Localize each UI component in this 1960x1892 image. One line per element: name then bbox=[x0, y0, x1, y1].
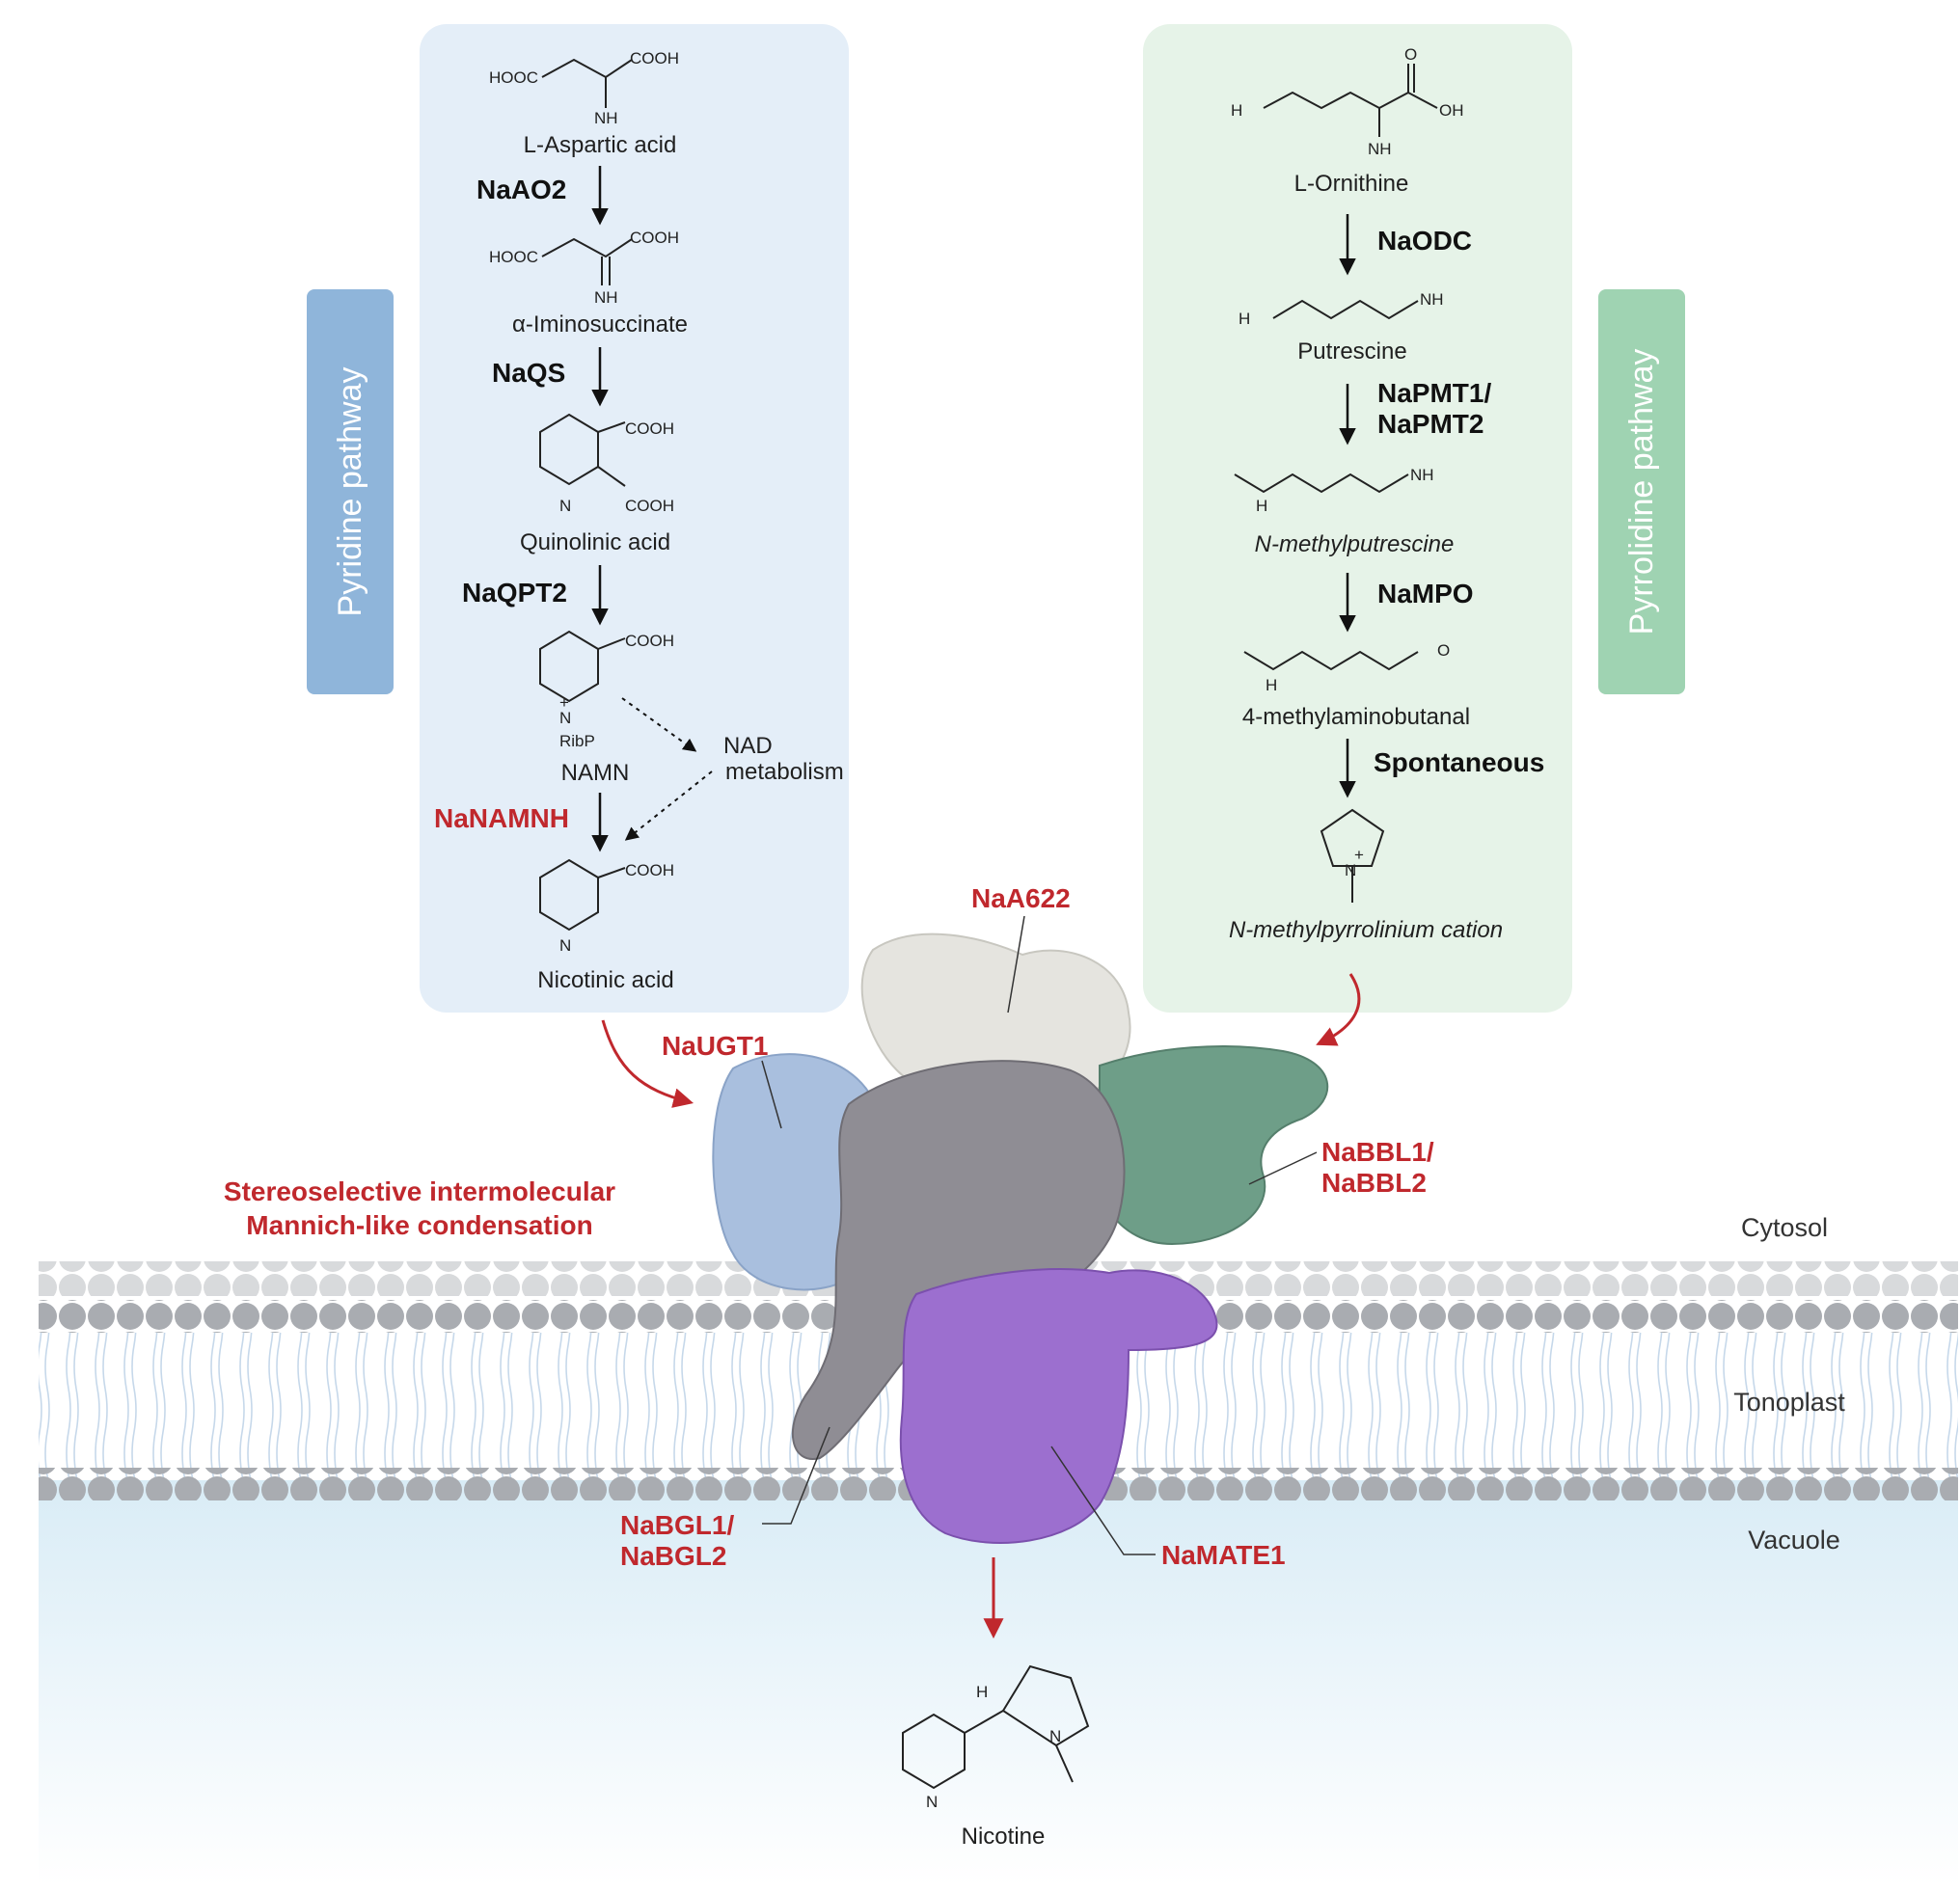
svg-text:H: H bbox=[1266, 676, 1277, 694]
svg-text:NH: NH bbox=[594, 109, 618, 127]
label-namate1: NaMATE1 bbox=[1161, 1540, 1286, 1570]
compound-quinolinic-acid: Quinolinic acid bbox=[520, 529, 670, 555]
l-aspartic-acid-structure: HOOC COOH NH bbox=[489, 49, 679, 127]
nicotinic-acid-structure: COOH N bbox=[539, 858, 674, 955]
enzyme-naodc: NaODC bbox=[1377, 226, 1472, 256]
compound-putrescine: Putrescine bbox=[1297, 338, 1406, 365]
n-methylputrescine-structure: H NH bbox=[1234, 466, 1434, 515]
svg-text:NH: NH bbox=[1420, 290, 1444, 309]
compound-n-methylputrescine: N-methylputrescine bbox=[1255, 531, 1455, 557]
reaction-label-line2: Mannich-like condensation bbox=[246, 1210, 592, 1240]
svg-text:COOH: COOH bbox=[625, 497, 674, 515]
pyridine-box bbox=[420, 24, 849, 1013]
svg-text:COOH: COOH bbox=[630, 229, 679, 247]
svg-text:N: N bbox=[559, 709, 571, 727]
arrow-pyrrolidine-to-complex bbox=[1316, 973, 1361, 1046]
enzyme-spontaneous: Spontaneous bbox=[1374, 747, 1544, 777]
enzyme-naqs: NaQS bbox=[492, 358, 565, 388]
label-nabbl-1: NaBBL1/ bbox=[1321, 1137, 1434, 1167]
nad-metabolism-line2: metabolism bbox=[725, 759, 844, 785]
namn-structure: COOH N + RibP bbox=[539, 630, 674, 750]
enzyme-naqpt2: NaQPT2 bbox=[462, 578, 567, 608]
svg-text:+: + bbox=[559, 693, 569, 712]
label-nabbl-2: NaBBL2 bbox=[1321, 1168, 1427, 1198]
pyridine-label: Pyridine pathway bbox=[332, 367, 368, 617]
leader-namate1 bbox=[1050, 1446, 1156, 1555]
pyrrolidine-label: Pyrrolidine pathway bbox=[1623, 349, 1660, 635]
methylaminobutanal-structure: H O bbox=[1243, 641, 1450, 694]
protein-complex bbox=[712, 932, 1329, 1544]
reaction-label-line1: Stereoselective intermolecular bbox=[224, 1176, 615, 1206]
svg-text:COOH: COOH bbox=[630, 49, 679, 68]
compound-l-aspartic-acid: L-Aspartic acid bbox=[524, 132, 677, 158]
enzyme-nanamnh: NaNAMNH bbox=[434, 803, 569, 833]
pyridine-tab bbox=[307, 289, 394, 694]
enzyme-napmt2: NaPMT2 bbox=[1377, 409, 1484, 439]
svg-text:COOH: COOH bbox=[625, 632, 674, 650]
enzyme-nampo: NaMPO bbox=[1377, 579, 1474, 608]
svg-text:H: H bbox=[1231, 101, 1242, 120]
svg-text:H: H bbox=[1256, 497, 1267, 515]
nicotine-structure: N N H bbox=[902, 1664, 1090, 1811]
pyrrolidine-box bbox=[1143, 24, 1572, 1013]
svg-text:COOH: COOH bbox=[625, 861, 674, 879]
svg-text:OH: OH bbox=[1439, 101, 1464, 120]
compound-4-methylaminobutanal: 4-methylaminobutanal bbox=[1242, 704, 1470, 730]
n-methylpyrrolinium-structure: N + bbox=[1320, 808, 1385, 903]
svg-text:N: N bbox=[1049, 1727, 1061, 1745]
label-vacuole: Vacuole bbox=[1748, 1526, 1840, 1554]
svg-text:N: N bbox=[559, 936, 571, 955]
svg-text:NH: NH bbox=[1410, 466, 1434, 484]
compound-iminosuccinate: α-Iminosuccinate bbox=[512, 311, 688, 338]
svg-text:N: N bbox=[1345, 861, 1356, 879]
label-nabgl-2: NaBGL2 bbox=[620, 1541, 726, 1571]
label-tonoplast: Tonoplast bbox=[1733, 1388, 1845, 1417]
leader-nabbl bbox=[1248, 1151, 1318, 1185]
svg-text:COOH: COOH bbox=[625, 419, 674, 438]
svg-text:H: H bbox=[976, 1683, 988, 1701]
svg-text:O: O bbox=[1404, 45, 1417, 64]
l-ornithine-structure: H O OH NH bbox=[1231, 45, 1464, 158]
leader-naa622 bbox=[1007, 915, 1025, 1014]
nad-metabolism-line1: NAD bbox=[723, 733, 773, 759]
nabbl-protein bbox=[1097, 1045, 1329, 1246]
label-naa622: NaA622 bbox=[971, 883, 1071, 913]
svg-text:+: + bbox=[1354, 846, 1364, 864]
svg-text:HOOC: HOOC bbox=[489, 248, 538, 266]
svg-text:N: N bbox=[926, 1793, 938, 1811]
svg-text:NH: NH bbox=[594, 288, 618, 307]
product-nicotine: Nicotine bbox=[962, 1824, 1046, 1850]
iminosuccinate-structure: HOOC COOH NH bbox=[489, 229, 679, 307]
compound-l-ornithine: L-Ornithine bbox=[1294, 171, 1409, 197]
leader-nabgl bbox=[762, 1426, 830, 1525]
quinolinic-acid-structure: COOH COOH N bbox=[539, 413, 674, 515]
svg-text:O: O bbox=[1437, 641, 1450, 660]
label-naugt1: NaUGT1 bbox=[662, 1031, 768, 1061]
putrescine-structure: H NH bbox=[1239, 290, 1444, 328]
svg-text:NH: NH bbox=[1368, 140, 1392, 158]
svg-text:H: H bbox=[1239, 310, 1250, 328]
arrow-pyridine-to-complex bbox=[601, 1019, 694, 1108]
label-cytosol: Cytosol bbox=[1741, 1213, 1828, 1242]
svg-text:HOOC: HOOC bbox=[489, 68, 538, 87]
label-nabgl-1: NaBGL1/ bbox=[620, 1510, 734, 1540]
vacuole-region bbox=[39, 1480, 1958, 1885]
namate1-protein bbox=[899, 1268, 1218, 1544]
arrow-nad-nicotinic bbox=[624, 770, 713, 841]
enzyme-napmt1: NaPMT1/ bbox=[1377, 378, 1491, 408]
compound-n-methylpyrrolinium: N-methylpyrrolinium cation bbox=[1229, 917, 1503, 943]
arrow-namn-nad bbox=[621, 697, 697, 752]
pyrrolidine-tab bbox=[1598, 289, 1685, 694]
svg-text:N: N bbox=[559, 497, 571, 515]
compound-nicotinic-acid: Nicotinic acid bbox=[537, 967, 673, 993]
svg-text:RibP: RibP bbox=[559, 732, 595, 750]
leader-naugt1 bbox=[761, 1060, 782, 1129]
enzyme-naao2: NaAO2 bbox=[476, 175, 566, 204]
compound-namn: NAMN bbox=[561, 760, 630, 786]
